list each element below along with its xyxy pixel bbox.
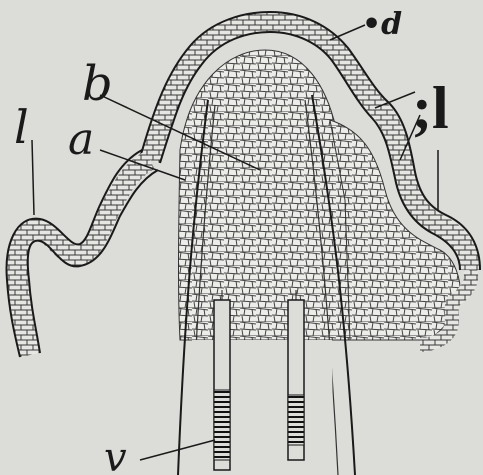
label-a: a bbox=[68, 118, 94, 162]
vessel-right-spiral bbox=[288, 395, 304, 445]
central-clear bbox=[188, 340, 336, 475]
vessel-left-spiral bbox=[214, 390, 230, 460]
left-strip-inner bbox=[28, 170, 158, 353]
left-wavy-strip bbox=[17, 160, 150, 355]
inner-tissue bbox=[179, 50, 353, 340]
pointer-d bbox=[330, 25, 365, 40]
label-l-right: ;l bbox=[412, 78, 449, 138]
pointer-l-left bbox=[32, 140, 34, 215]
label-l-left: l bbox=[14, 104, 29, 150]
label-v: v bbox=[104, 438, 127, 475]
label-b: b bbox=[82, 60, 113, 108]
label-d: •d bbox=[362, 10, 402, 40]
